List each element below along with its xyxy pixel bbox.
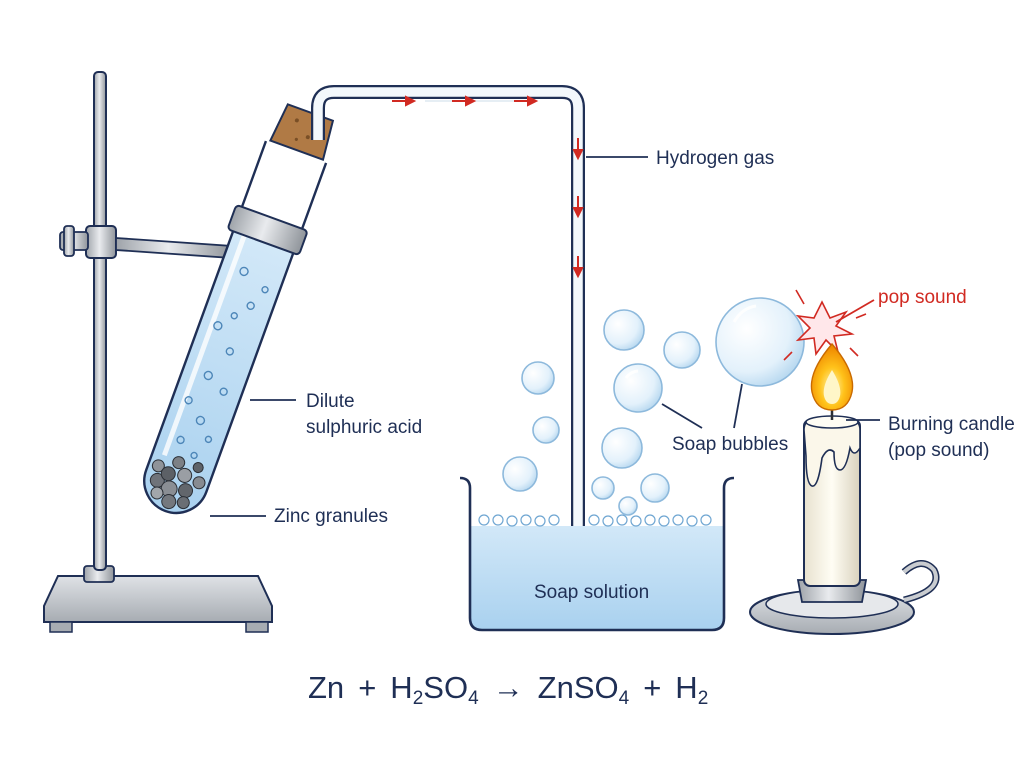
label-candle-line2: (pop sound) [888,440,989,461]
label-acid-line2: sulphuric acid [306,417,422,438]
label-hydrogen-gas: Hydrogen gas [656,148,774,169]
delivery-tube [311,85,585,562]
eq-znso-sub: 4 [619,688,630,709]
zinc-granules [149,456,206,510]
candle [749,342,940,635]
gas-flow-arrows [392,95,584,279]
eq-znso: ZnSO [538,670,619,705]
label-acid-line1: Dilute [306,391,355,412]
leader-pop [835,299,875,323]
stand-base [43,575,273,623]
eq-plus-1: + [358,670,376,705]
surface-foam [478,514,712,527]
eq-h: H [390,670,412,705]
trough-outline [459,476,735,632]
label-soap-solution: Soap solution [534,582,649,603]
gas-bubbles-in-tube [176,266,269,460]
boss-head [85,225,117,259]
eq-h2: H [675,670,697,705]
tube-clamp [227,204,308,256]
large-bubble [715,297,805,387]
leader-lines [210,156,880,517]
boss-knob [63,225,75,257]
label-pop-sound: pop sound [878,287,967,308]
stand-rod [93,71,107,571]
soap-solution-liquid [470,526,724,630]
soap-bubbles [502,297,805,516]
stand-foot-right [245,621,269,633]
leader-bubbles-small [661,403,703,429]
cork-stopper [268,103,335,162]
clamp-arm [115,237,233,259]
eq-so: SO [423,670,468,705]
eq-plus-2: + [643,670,661,705]
label-zinc-granules: Zinc granules [274,506,388,527]
label-candle-line1: Burning candle [888,414,1015,435]
test-tube [143,103,335,515]
chemical-equation: Zn+H2SO4→ZnSO4+H2 [308,670,708,709]
retort-stand [43,71,273,633]
eq-h2-sub: 2 [698,688,709,709]
soap-trough [459,476,735,632]
eq-zn: Zn [308,670,344,705]
leader-bubbles-large [733,383,743,429]
stand-foot-left [49,621,73,633]
eq-h-sub: 2 [413,688,424,709]
eq-so-sub: 4 [468,688,479,709]
tube-glass [143,140,328,515]
pop-burst [783,289,867,361]
acid-liquid [144,231,294,513]
label-soap-bubbles: Soap bubbles [672,434,788,455]
eq-arrow: → [493,670,524,705]
